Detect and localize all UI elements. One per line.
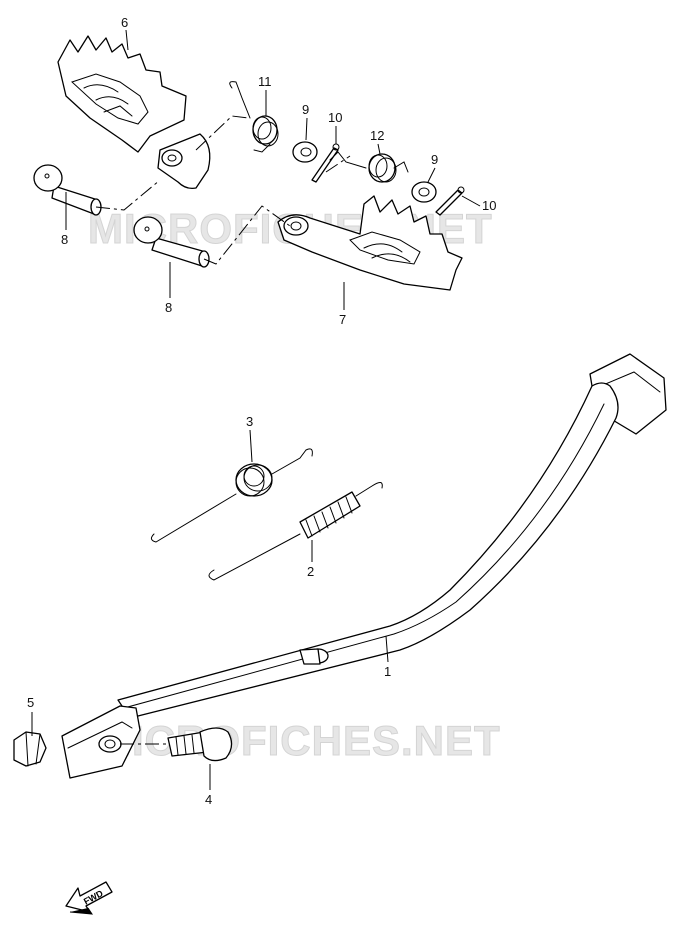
watermark-bottom: MICROFICHES.NET xyxy=(96,717,501,764)
spring-3 xyxy=(150,448,313,543)
cotter-pin-10-lower xyxy=(435,186,465,216)
callout-12: 12 xyxy=(370,128,384,143)
side-stand xyxy=(61,353,667,779)
nut-5 xyxy=(13,731,47,767)
fwd-arrow-icon: FWD xyxy=(65,881,113,915)
callout-9-lower: 9 xyxy=(431,152,438,167)
callout-11: 11 xyxy=(258,74,272,89)
bolt-4 xyxy=(167,727,233,762)
callout-8-upper: 8 xyxy=(61,232,68,247)
callout-2: 2 xyxy=(307,564,314,579)
callout-9-upper: 9 xyxy=(302,102,309,117)
callout-10-upper: 10 xyxy=(328,110,342,125)
spring-2 xyxy=(208,482,383,581)
spring-11 xyxy=(229,81,279,153)
pin-8-lower xyxy=(133,216,210,268)
assembly-lines xyxy=(95,115,351,265)
pin-8-upper xyxy=(33,164,102,216)
callout-1: 1 xyxy=(384,664,391,679)
callout-8-lower: 8 xyxy=(165,300,172,315)
callout-10-lower: 10 xyxy=(482,198,496,213)
leader-lines xyxy=(31,29,481,790)
footrest-right xyxy=(277,195,463,291)
callout-3: 3 xyxy=(246,414,253,429)
washer-9-lower xyxy=(411,181,437,203)
spring-12 xyxy=(329,151,409,183)
footrest-left xyxy=(57,35,211,190)
callout-6: 6 xyxy=(121,15,128,30)
callout-4: 4 xyxy=(205,792,212,807)
washer-9-upper xyxy=(292,141,318,163)
callout-7: 7 xyxy=(339,312,346,327)
callout-5: 5 xyxy=(27,695,34,710)
